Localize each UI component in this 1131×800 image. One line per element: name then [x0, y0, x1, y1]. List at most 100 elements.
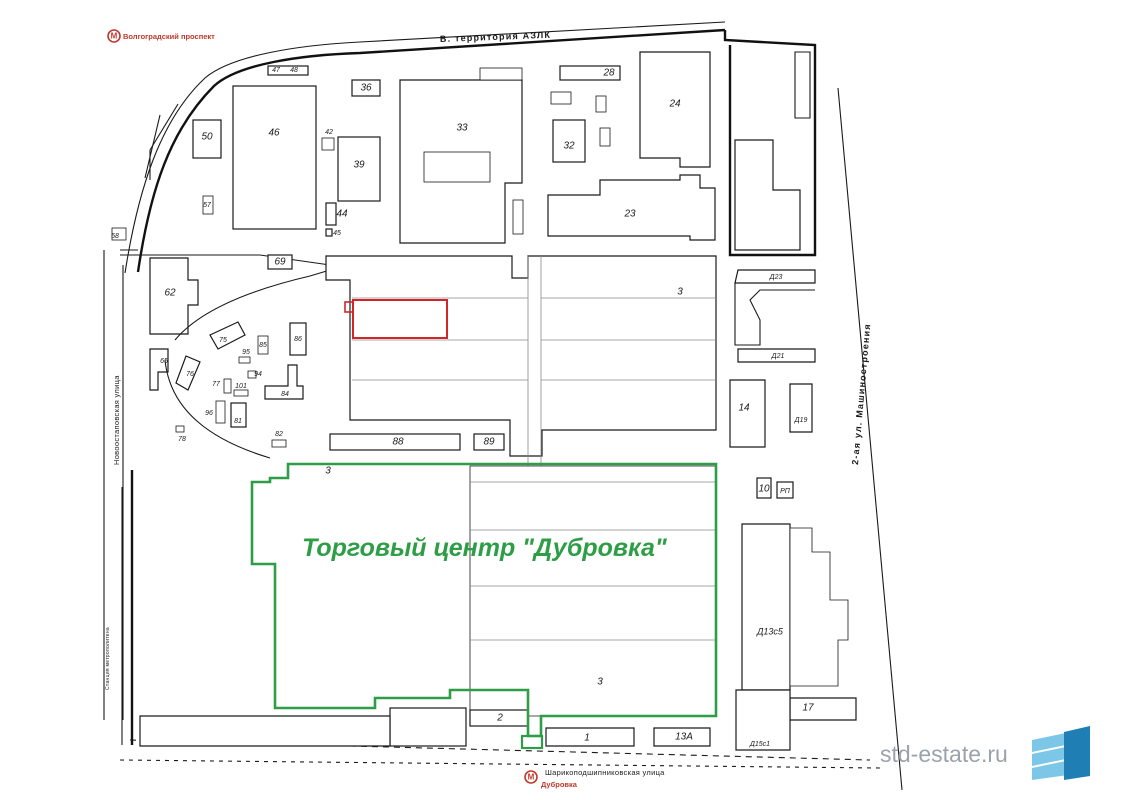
shopping-center[interactable]: 3 Торговый центр "Дубровка"	[250, 462, 718, 750]
building-33-top	[479, 67, 523, 81]
metro-icon-letter: М	[528, 773, 535, 782]
building-82-label: 82	[275, 431, 283, 438]
building-d13c5-label: Д13с5	[756, 626, 784, 636]
building-88-label: 88	[392, 437, 404, 448]
building-46	[232, 85, 317, 230]
building-44	[325, 202, 337, 226]
building-3-south	[469, 465, 717, 717]
building-d15c1	[735, 689, 791, 751]
street-bottom-label: Шарикоподшипниковская улица	[545, 768, 665, 777]
metro-icon-letter: М	[111, 32, 118, 41]
building-78-label: 78	[178, 436, 186, 443]
building-81	[230, 402, 247, 428]
building-47-label: 47	[272, 67, 281, 74]
building-101-label: 101	[235, 383, 247, 390]
highlighted-premise[interactable]	[344, 299, 448, 339]
building-3-label-south: 3	[597, 677, 603, 688]
building-96	[215, 400, 226, 424]
building-d15c1-label: Д15с1	[749, 741, 770, 748]
building-rp	[776, 481, 794, 499]
building-36	[351, 79, 381, 97]
building-77	[223, 378, 232, 394]
east-buildings: Д23 Д21 14 Д19 10 РП Д13с5 17 Д15с1	[729, 269, 857, 751]
street-top-label: В. территория АЗЛК	[440, 30, 552, 44]
building-17	[789, 697, 857, 721]
building-84-label: 84	[281, 391, 289, 398]
building-13a-label: 13А	[675, 732, 693, 743]
building-47-48	[267, 65, 309, 76]
building-57	[202, 195, 214, 215]
metro-volgogradsky: М Волгоградский проспект	[107, 29, 215, 43]
building-75	[209, 321, 246, 350]
building-76-label: 76	[186, 371, 194, 378]
building-2-block	[389, 707, 467, 747]
building-58	[111, 227, 127, 241]
building-1	[545, 727, 635, 747]
metro-icon	[524, 770, 538, 784]
building-1-label: 1	[584, 733, 590, 744]
building-78	[175, 425, 185, 433]
building-46-label: 46	[268, 128, 280, 139]
building-33-label: 33	[456, 123, 468, 134]
building-62-label: 62	[164, 288, 176, 299]
shopping-center-outline[interactable]	[250, 462, 718, 738]
metro-dubrovka: М Дубровка	[524, 770, 578, 789]
building-d21	[737, 348, 816, 363]
building-82	[271, 439, 287, 448]
metro-icon	[107, 29, 121, 43]
building-76	[175, 355, 201, 391]
building-28-label: 28	[602, 68, 615, 79]
building-39	[337, 136, 381, 202]
building-32-label: 32	[563, 141, 575, 152]
building-rp-label: РП	[780, 488, 791, 495]
watermark-logo-icon	[1032, 726, 1090, 780]
building-33-side	[512, 199, 524, 235]
building-32-a	[550, 91, 572, 105]
building-d19-label: Д19	[794, 417, 808, 424]
building-85-label: 85	[259, 342, 267, 349]
street-right-label: 2-ая ул. Машиностроения	[850, 323, 872, 465]
building-3-north	[325, 255, 717, 457]
highlighted-premise-notch	[344, 301, 354, 313]
building-85	[257, 335, 269, 355]
building-94	[247, 370, 257, 379]
building-88	[329, 433, 461, 451]
building-89-label: 89	[483, 437, 495, 448]
building-d19	[789, 383, 813, 433]
building-94-label: 94	[254, 371, 262, 378]
building-42-label: 42	[325, 129, 333, 136]
street-left-small-label: Станция метрополитена	[105, 627, 111, 690]
building-84	[264, 364, 304, 400]
building-32-b	[595, 95, 607, 113]
metro-station-bottom: Дубровка	[541, 780, 578, 789]
building-96-label: 96	[205, 410, 213, 417]
building-3-label-north: 3	[677, 287, 683, 298]
building-42	[321, 137, 335, 151]
building-28	[559, 65, 621, 81]
building-50	[192, 119, 222, 159]
street-left-label: Новоостаповская улица	[112, 375, 121, 465]
building-75-label: 75	[219, 337, 227, 344]
building-10-label: 10	[758, 484, 770, 495]
building-32	[552, 119, 586, 163]
building-d23	[734, 269, 816, 284]
watermark-text: std-estate.ru	[880, 741, 1008, 767]
building-69-label: 69	[274, 257, 286, 268]
building-50-label: 50	[201, 132, 213, 143]
shopping-center-entrance[interactable]	[520, 734, 544, 750]
building-89	[473, 433, 505, 451]
building-23-label: 23	[623, 209, 636, 220]
building-24-label: 24	[668, 99, 681, 110]
building-62	[149, 257, 199, 335]
building-95	[238, 356, 251, 364]
building-23	[547, 174, 716, 241]
highlighted-premise-outline[interactable]	[352, 299, 448, 339]
building-d21-label: Д21	[771, 353, 785, 360]
building-36-label: 36	[360, 83, 372, 94]
building-45	[325, 228, 333, 237]
building-d13c5	[741, 523, 791, 691]
main-block: 3 88 89 3 2 1 13А	[139, 255, 717, 747]
building-14-label: 14	[738, 403, 750, 414]
building-65-label: 65	[160, 358, 168, 365]
